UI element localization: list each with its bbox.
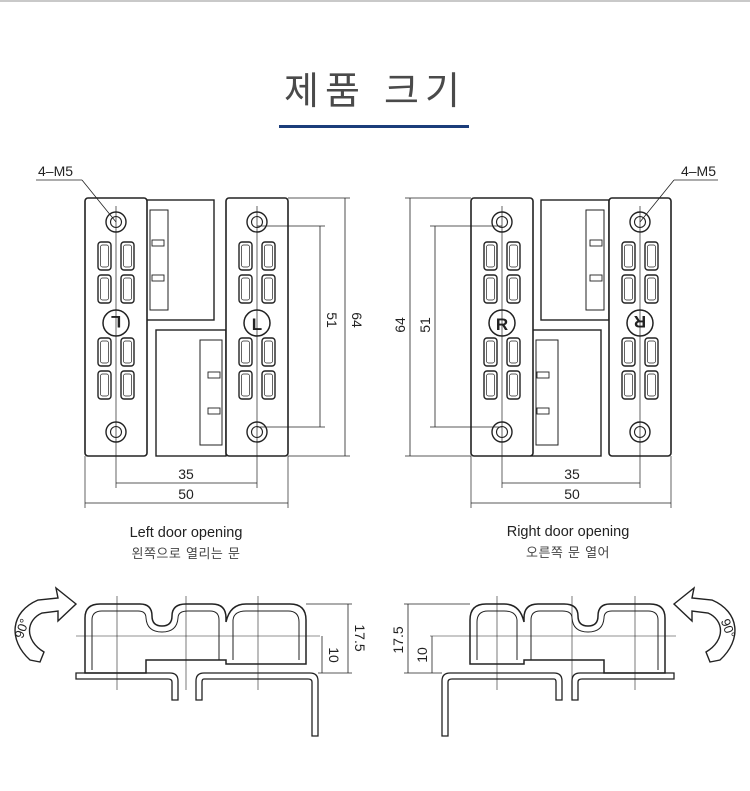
- left-dim-51: 51: [324, 312, 340, 328]
- page-title: 제품 크기: [284, 69, 466, 113]
- right-caption: Right door opening 오른쪽 문 열어: [438, 524, 698, 561]
- right-rotate-arrow-icon: [672, 586, 736, 663]
- left-side-dim-10: 10: [326, 647, 342, 663]
- right-side-dim-17-5: 17.5: [390, 626, 406, 653]
- left-dim-35: 35: [178, 466, 194, 482]
- title-underline: [279, 125, 469, 128]
- right-dim-35: 35: [564, 466, 580, 482]
- left-caption-en: Left door opening: [129, 525, 243, 541]
- right-caption-ko: 오른쪽 문 열어: [525, 546, 611, 561]
- right-dim-50: 50: [564, 486, 580, 502]
- right-callout: 4–M5: [681, 163, 716, 179]
- left-dim-64: 64: [349, 312, 365, 328]
- left-side-dim-17-5: 17.5: [352, 624, 368, 651]
- right-rotation-label: 90°: [718, 617, 739, 641]
- right-mark-rotated: R: [634, 312, 646, 331]
- left-mark: L: [252, 315, 262, 334]
- left-hinge-front-view: L L 4–M5 35 50 51 64: [36, 163, 365, 508]
- right-caption-en: Right door opening: [506, 524, 630, 540]
- right-dim-64: 64: [392, 317, 408, 333]
- left-dim-50: 50: [178, 486, 194, 502]
- right-side-dim-10: 10: [414, 647, 430, 663]
- right-hinge-front-view: R R 4–M5 35 50 51 64: [392, 163, 718, 508]
- top-divider: [0, 0, 750, 2]
- left-rotate-arrow-icon: [14, 586, 78, 663]
- left-callout: 4–M5: [38, 163, 73, 179]
- left-rotation-label: 90°: [11, 617, 32, 641]
- left-mark-rotated: L: [111, 312, 121, 331]
- left-caption-ko: 왼쪽으로 열리는 문: [131, 547, 241, 562]
- left-side-view: 90° 17.5 10: [11, 586, 368, 737]
- right-mark: R: [496, 315, 508, 334]
- right-dim-51: 51: [417, 317, 433, 333]
- left-caption: Left door opening 왼쪽으로 열리는 문: [56, 525, 316, 562]
- right-side-view: 90° 17.5 10: [390, 586, 739, 737]
